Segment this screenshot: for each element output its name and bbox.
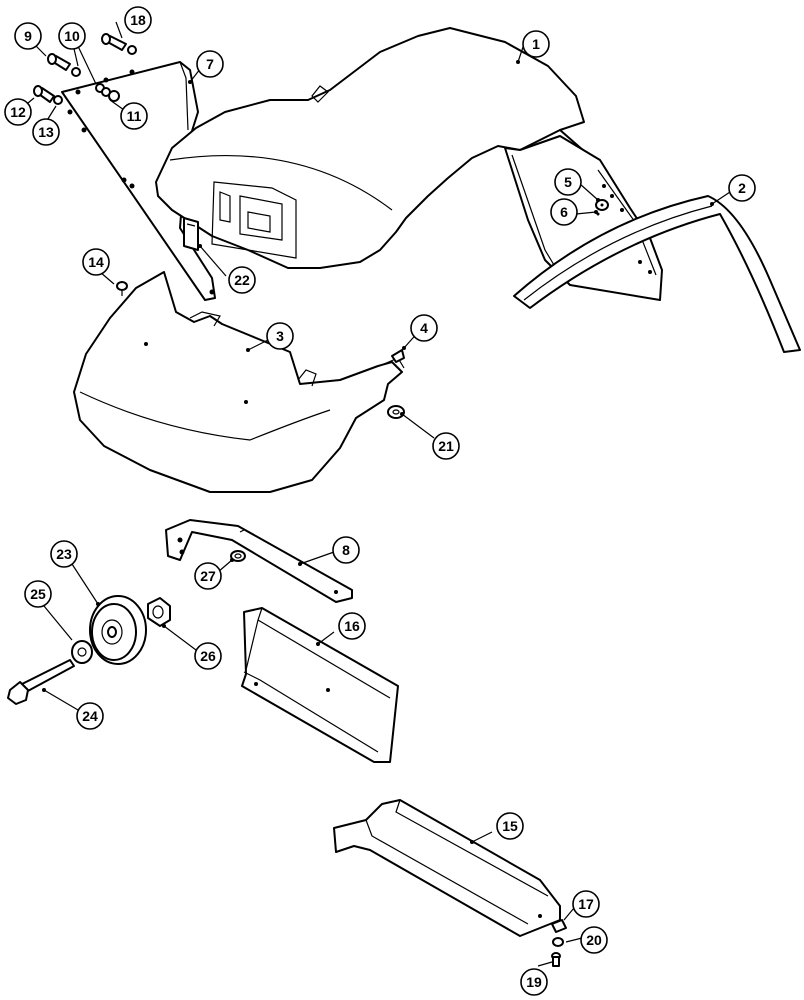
svg-text:5: 5 xyxy=(564,174,572,190)
nut-17-part xyxy=(551,919,567,933)
callout-24: 24 xyxy=(76,702,104,730)
svg-text:25: 25 xyxy=(30,586,46,602)
callout-26: 26 xyxy=(194,642,222,670)
clip-4-part xyxy=(391,349,405,363)
leader-arrowheads xyxy=(42,60,714,844)
callout-2: 2 xyxy=(728,174,756,202)
bolt-18-part xyxy=(101,33,137,55)
callout-25: 25 xyxy=(24,580,52,608)
svg-text:3: 3 xyxy=(276,328,284,344)
callout-22: 22 xyxy=(228,266,256,294)
reflector-part xyxy=(183,217,199,251)
callout-21: 21 xyxy=(432,432,460,460)
fender-part xyxy=(155,27,663,301)
washer-25-part xyxy=(71,640,93,664)
bolt-24-part xyxy=(7,659,75,705)
svg-text:9: 9 xyxy=(24,28,32,44)
callout-8: 8 xyxy=(332,536,360,564)
bracket-part xyxy=(165,519,353,603)
svg-text:14: 14 xyxy=(88,254,104,270)
svg-text:19: 19 xyxy=(526,974,542,990)
bolt-9-part xyxy=(47,53,81,77)
callout-9: 9 xyxy=(14,22,42,50)
tray-16-part xyxy=(241,607,399,763)
callout-12: 12 xyxy=(4,98,32,126)
callout-4: 4 xyxy=(410,314,438,342)
svg-text:8: 8 xyxy=(342,542,350,558)
svg-text:6: 6 xyxy=(560,204,568,220)
svg-text:12: 12 xyxy=(10,104,26,120)
svg-text:18: 18 xyxy=(130,12,146,28)
callout-20: 20 xyxy=(580,926,608,954)
callout-14: 14 xyxy=(82,248,110,276)
washer-13-part xyxy=(53,95,63,105)
callout-6: 6 xyxy=(550,198,578,226)
callout-15: 15 xyxy=(496,812,524,840)
callout-27: 27 xyxy=(194,562,222,590)
washer-21-part xyxy=(387,405,405,419)
svg-text:23: 23 xyxy=(56,546,72,562)
callout-7: 7 xyxy=(196,50,224,78)
svg-text:15: 15 xyxy=(502,818,518,834)
svg-text:26: 26 xyxy=(200,648,216,664)
screw-14-part xyxy=(116,281,128,296)
svg-text:24: 24 xyxy=(82,708,98,724)
bolt-12-part xyxy=(33,85,55,103)
nut-27-part xyxy=(230,550,246,562)
svg-text:20: 20 xyxy=(586,932,602,948)
lower-fender-part xyxy=(73,271,405,493)
nut-11-part xyxy=(101,87,120,102)
washer-20-part xyxy=(552,937,564,947)
nut-26-part xyxy=(147,597,171,627)
svg-text:4: 4 xyxy=(420,320,428,336)
svg-text:27: 27 xyxy=(200,568,216,584)
svg-text:10: 10 xyxy=(64,28,80,44)
callout-1: 1 xyxy=(522,30,550,58)
callout-10: 10 xyxy=(58,22,86,50)
svg-text:17: 17 xyxy=(578,896,594,912)
callout-16: 16 xyxy=(338,612,366,640)
bolt-19-part xyxy=(551,952,561,967)
step-15-part xyxy=(333,799,561,937)
svg-text:11: 11 xyxy=(127,108,142,124)
svg-text:22: 22 xyxy=(234,272,250,288)
callout-19: 19 xyxy=(520,968,548,996)
svg-text:7: 7 xyxy=(206,56,214,72)
pulley-23-part xyxy=(89,595,147,665)
svg-text:13: 13 xyxy=(38,124,54,140)
callout-18: 18 xyxy=(124,6,152,34)
callout-5: 5 xyxy=(554,168,582,196)
svg-text:1: 1 xyxy=(532,36,540,52)
trim-strip-part xyxy=(513,195,801,353)
callout-3: 3 xyxy=(266,322,294,350)
svg-text:16: 16 xyxy=(344,618,360,634)
callout-23: 23 xyxy=(50,540,78,568)
svg-text:2: 2 xyxy=(738,180,746,196)
callout-13: 13 xyxy=(32,118,60,146)
svg-text:21: 21 xyxy=(438,438,454,454)
callout-17: 17 xyxy=(572,890,600,918)
callout-11: 11 xyxy=(120,102,148,130)
